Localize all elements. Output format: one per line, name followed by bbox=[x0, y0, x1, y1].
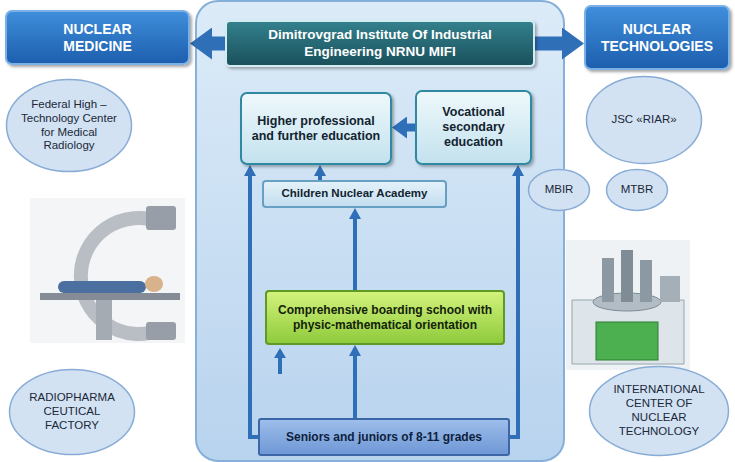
partner-ellipse: Federal High – Technology Center for Med… bbox=[5, 78, 133, 173]
equipment-block bbox=[660, 276, 680, 302]
pupils-box: Seniors and juniors of 8-11 grades bbox=[258, 418, 510, 456]
central-panel bbox=[196, 1, 564, 461]
node-label: Federal High – Technology Center for Med… bbox=[21, 98, 118, 153]
patient-table bbox=[40, 293, 180, 300]
school-box: Comprehensive boarding school with physi… bbox=[265, 290, 505, 345]
arrow-shaft bbox=[278, 357, 282, 374]
field-box: NUCLEAR MEDICINE bbox=[5, 10, 190, 65]
flow-arrow bbox=[353, 219, 357, 290]
reactor-illustration bbox=[566, 240, 690, 370]
drive-column bbox=[602, 258, 614, 302]
partner-ellipse: JSC «RIAR» bbox=[585, 75, 703, 165]
photo-ground bbox=[566, 240, 690, 370]
institute-box: Dimitrovgrad Institute Of Industrial Eng… bbox=[225, 20, 535, 67]
academy-box: Children Nuclear Academy bbox=[262, 180, 447, 208]
education-box: Higher professional and further educatio… bbox=[240, 92, 392, 165]
node-label: Dimitrovgrad Institute Of Industrial Eng… bbox=[235, 27, 525, 59]
partner-ellipse: INTERNATIONAL CENTER OF NUCLEAR TECHNOLO… bbox=[588, 365, 730, 457]
reactor-ellipse: MTBR bbox=[605, 168, 669, 212]
node-label: MBIR bbox=[545, 183, 574, 197]
node-label: RADIOPHARMA CEUTICAL FACTORY bbox=[24, 391, 121, 432]
c-arm bbox=[81, 218, 160, 334]
reactor-ellipse: MBIR bbox=[527, 168, 591, 212]
node-label: Comprehensive boarding school with physi… bbox=[275, 303, 495, 332]
ellipse-shape bbox=[7, 80, 132, 172]
node-label: INTERNATIONAL CENTER OF NUCLEAR TECHNOLO… bbox=[605, 383, 713, 438]
drive-column bbox=[621, 250, 633, 302]
flow-arrow bbox=[510, 176, 518, 437]
node-label: NUCLEAR MEDICINE bbox=[36, 21, 160, 55]
node-label: Children Nuclear Academy bbox=[282, 187, 428, 201]
arrow-head bbox=[274, 348, 286, 358]
partner-ellipse: RADIOPHARMA CEUTICAL FACTORY bbox=[8, 368, 136, 456]
field-box: NUCLEAR TECHNOLOGIES bbox=[584, 5, 730, 70]
detector bbox=[146, 206, 176, 230]
ellipse-shape bbox=[587, 77, 702, 164]
ellipse-shape bbox=[10, 370, 135, 455]
patient-head bbox=[145, 276, 163, 292]
patient-body bbox=[58, 281, 146, 293]
small-arrow bbox=[274, 348, 286, 374]
ellipse-shape bbox=[529, 170, 590, 211]
reactor-pit bbox=[596, 322, 658, 360]
flow-arrow bbox=[407, 124, 415, 132]
ellipse-shape bbox=[607, 170, 668, 211]
table-column bbox=[96, 300, 112, 340]
node-label: MTBR bbox=[621, 183, 654, 197]
node-label: Seniors and juniors of 8-11 grades bbox=[286, 430, 482, 444]
ellipse-shape bbox=[590, 367, 729, 456]
flow-arrow bbox=[250, 176, 258, 437]
flow-arrow bbox=[535, 37, 562, 51]
education-box: Vocational secondary education bbox=[415, 90, 532, 165]
flow-arrow bbox=[212, 37, 225, 51]
node-label: NUCLEAR TECHNOLOGIES bbox=[595, 21, 719, 55]
node-label: Higher professional and further educatio… bbox=[250, 114, 382, 144]
photo-ground bbox=[30, 198, 185, 343]
drive-column bbox=[640, 260, 652, 302]
node-label: JSC «RIAR» bbox=[611, 113, 676, 127]
node-label: Vocational secondary education bbox=[425, 105, 522, 150]
source bbox=[146, 322, 176, 340]
scanner-illustration bbox=[30, 198, 185, 343]
flow-arrow bbox=[353, 356, 357, 418]
